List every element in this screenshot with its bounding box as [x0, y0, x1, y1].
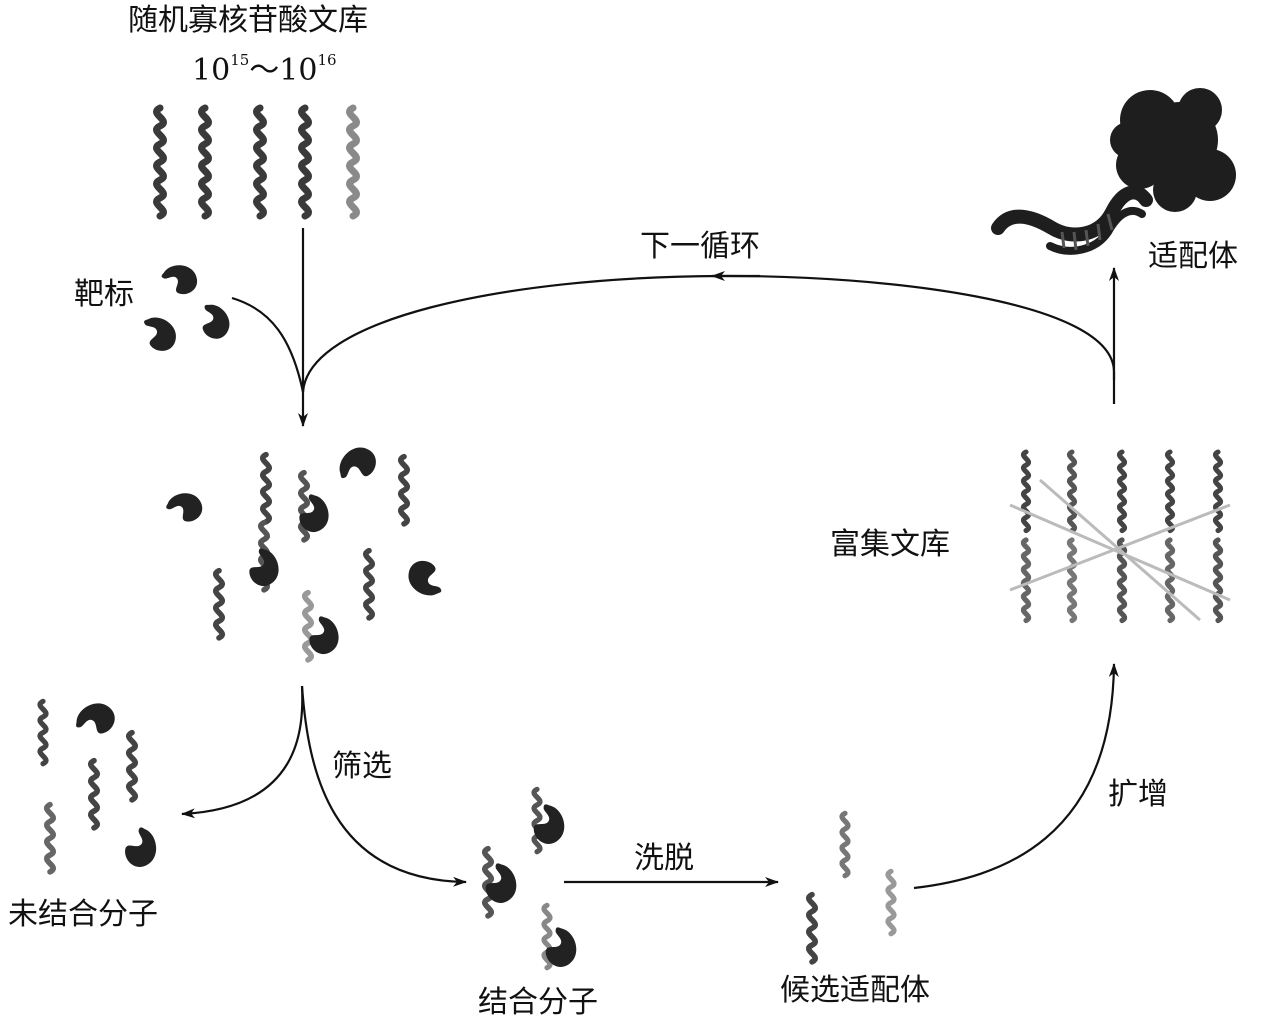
random-library-strands: [157, 108, 357, 216]
arrow-screening: [300, 685, 467, 887]
unbound-cluster: [40, 695, 162, 871]
library-size-exp1: 15: [230, 51, 250, 69]
target-label: 靶标: [74, 277, 134, 312]
elution-label: 洗脱: [634, 841, 694, 876]
aptamer-label: 适配体: [1148, 239, 1238, 274]
unbound-molecules-label: 未结合分子: [8, 897, 158, 932]
candidate-cluster: [809, 813, 894, 962]
library-size-sep: ～: [249, 53, 280, 88]
mixture-cluster: [163, 440, 450, 660]
amplification-label: 扩增: [1108, 777, 1168, 812]
arrow-next-cycle: [301, 274, 1116, 404]
aptamer-protein-complex: [991, 88, 1236, 255]
library-title: 随机寡核苷酸文库: [128, 3, 368, 38]
library-size-base2: 10: [279, 53, 318, 88]
enriched-library-strands: [1009, 452, 1231, 621]
flow-arrows: [181, 228, 1119, 890]
bound-molecules-label: 结合分子: [478, 985, 598, 1020]
library-size-exp2: 16: [317, 51, 337, 69]
arrow-to-unbound: [181, 685, 304, 819]
bound-cluster: [476, 789, 584, 973]
library-size: 1015～1016: [192, 53, 337, 88]
arrow-amplification: [913, 663, 1119, 890]
next-cycle-label: 下一循环: [640, 229, 760, 264]
target-molecules: [136, 262, 237, 355]
arrow-target-merge: [231, 296, 305, 393]
library-size-base1: 10: [192, 53, 231, 88]
candidate-aptamers-label: 候选适配体: [780, 973, 930, 1008]
enriched-library-label: 富集文库: [830, 527, 950, 562]
screening-label: 筛选: [332, 749, 392, 784]
